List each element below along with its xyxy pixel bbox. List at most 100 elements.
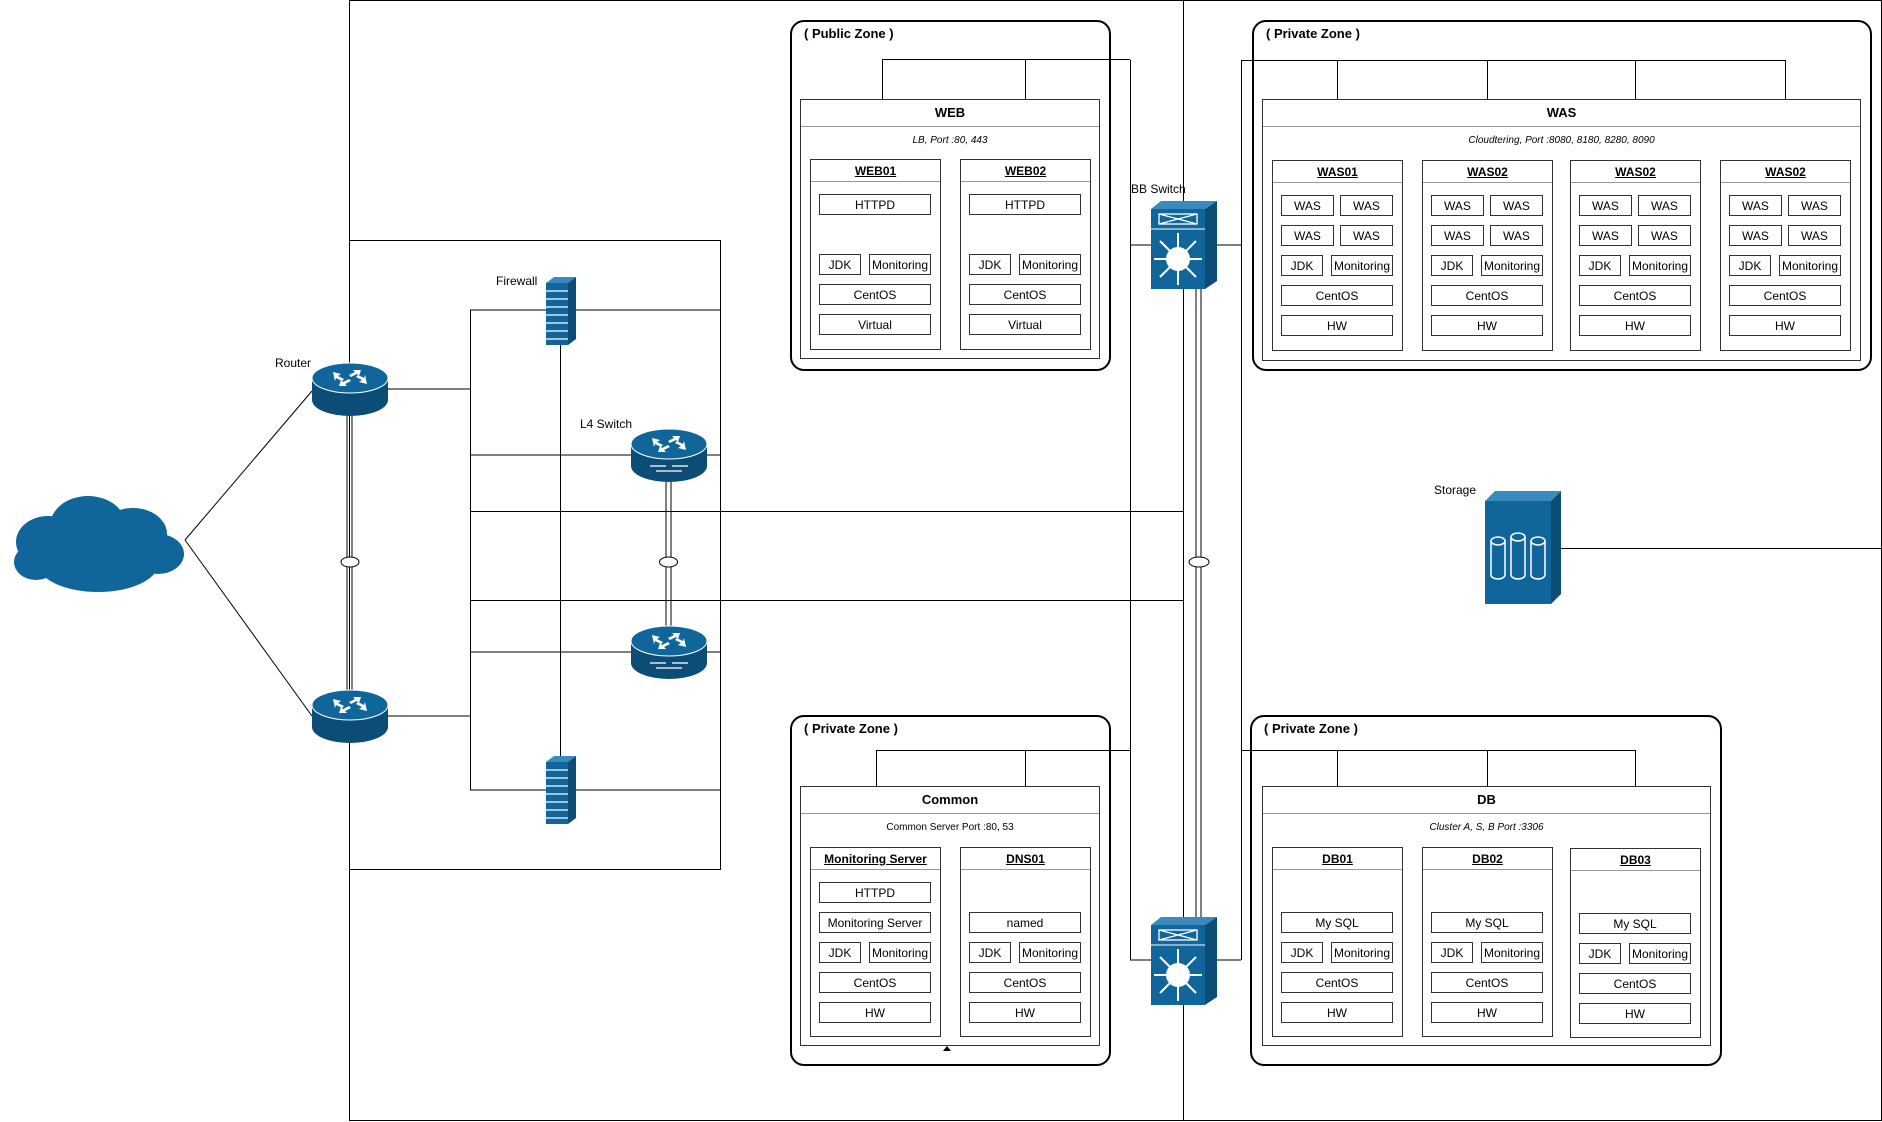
storage-icon[interactable] [1485, 491, 1561, 604]
zone-title: ( Public Zone ) [804, 26, 894, 41]
backbone-switch-icon[interactable] [1151, 201, 1217, 289]
server-name: Monitoring Server [811, 848, 940, 870]
public-zone: ( Public Zone ) [790, 20, 1111, 371]
server-dns01[interactable]: DNS01 named JDK Monitoring CentOS HW [960, 847, 1091, 1037]
component-httpd: HTTPD [969, 194, 1081, 215]
component-monitoring: Monitoring [1019, 942, 1081, 963]
server-db01[interactable]: DB01 My SQL JDK Monitoring CentOS HW [1272, 847, 1403, 1037]
internet-router2-link [184, 539, 313, 717]
server-name: WAS02 [1423, 161, 1552, 183]
server-name: DNS01 [961, 848, 1090, 870]
component-was: WAS [1638, 225, 1691, 246]
group-title: DB [1263, 787, 1710, 814]
component-hw: HW [1281, 1002, 1393, 1023]
server-db03[interactable]: DB03 My SQL JDK Monitoring CentOS HW [1570, 848, 1701, 1038]
component-jdk: JDK [1431, 255, 1473, 276]
router-icon[interactable] [311, 689, 389, 745]
component-monitoring: Monitoring [1481, 942, 1543, 963]
component-httpd: HTTPD [819, 882, 931, 903]
component-was: WAS [1729, 195, 1782, 216]
component-jdk: JDK [819, 942, 861, 963]
l4-switch-icon[interactable] [630, 625, 708, 681]
component-jdk: JDK [1579, 255, 1621, 276]
server-db02[interactable]: DB02 My SQL JDK Monitoring CentOS HW [1422, 847, 1553, 1037]
component-os: CentOS [969, 972, 1081, 993]
common-private-zone: ( Private Zone ) [790, 715, 1111, 1066]
common-group: Common Common Server Port :80, 53 Monito… [800, 786, 1100, 1046]
firewall-icon[interactable] [546, 277, 576, 345]
group-title: WAS [1263, 100, 1860, 127]
group-title: Common [801, 787, 1099, 814]
server-name: WEB01 [811, 160, 940, 182]
component-was: WAS [1340, 195, 1393, 216]
component-virtual: Virtual [819, 314, 931, 335]
router-icon[interactable] [311, 362, 389, 418]
backbone-switch-icon[interactable] [1151, 917, 1217, 1005]
component-was: WAS [1579, 195, 1632, 216]
component-was: WAS [1340, 225, 1393, 246]
component-jdk: JDK [819, 254, 861, 275]
component-was: WAS [1281, 225, 1334, 246]
component-os: CentOS [819, 972, 931, 993]
component-was: WAS [1431, 195, 1484, 216]
component-os: CentOS [1431, 972, 1543, 993]
component-monitoring: Monitoring [1019, 254, 1081, 275]
internet-router1-link [184, 390, 313, 541]
server-was03[interactable]: WAS02 WAS WAS WAS WAS JDK Monitoring Cen… [1570, 160, 1701, 351]
component-monitoring: Monitoring [1481, 255, 1543, 276]
component-monitoring: Monitoring [1629, 943, 1691, 964]
router-label: Router [275, 356, 312, 370]
server-web02[interactable]: WEB02 HTTPD JDK Monitoring CentOS Virtua… [960, 159, 1091, 350]
component-was: WAS [1490, 195, 1543, 216]
component-monitoring: Monitoring [1629, 255, 1691, 276]
component-hw: HW [1431, 315, 1543, 336]
l4-switch-label: L4 Switch [580, 417, 633, 431]
group-subtitle: Common Server Port :80, 53 [886, 822, 1014, 833]
component-named: named [969, 912, 1081, 933]
component-was: WAS [1788, 225, 1841, 246]
server-was01[interactable]: WAS01 WAS WAS WAS WAS JDK Monitoring Cen… [1272, 160, 1403, 351]
l4-switch-icon[interactable] [630, 428, 708, 484]
component-jdk: JDK [1579, 943, 1621, 964]
component-jdk: JDK [969, 942, 1011, 963]
component-was: WAS [1638, 195, 1691, 216]
firewall-label: Firewall [496, 274, 538, 288]
component-hw: HW [1729, 315, 1841, 336]
server-name: WEB02 [961, 160, 1090, 182]
component-hw: HW [1281, 315, 1393, 336]
component-mysql: My SQL [1431, 912, 1543, 933]
component-jdk: JDK [1729, 255, 1771, 276]
group-title: WEB [801, 100, 1099, 127]
component-monitoring: Monitoring [869, 942, 931, 963]
component-monitoring-server: Monitoring Server [819, 912, 931, 933]
was-private-zone: ( Private Zone ) [1252, 20, 1872, 371]
server-monitoring[interactable]: Monitoring Server HTTPD Monitoring Serve… [810, 847, 941, 1037]
dmz-frame [349, 240, 721, 870]
was-group: WAS Cloudtering, Port :8080, 8180, 8280,… [1262, 99, 1861, 361]
server-name: WAS02 [1721, 161, 1850, 183]
component-mysql: My SQL [1579, 913, 1691, 934]
zone-title: ( Private Zone ) [1264, 721, 1358, 736]
firewall-icon[interactable] [546, 756, 576, 824]
component-httpd: HTTPD [819, 194, 931, 215]
zone-title: ( Private Zone ) [1266, 26, 1360, 41]
server-was04[interactable]: WAS02 WAS WAS WAS WAS JDK Monitoring Cen… [1720, 160, 1851, 351]
component-was: WAS [1729, 225, 1782, 246]
web-group: WEB LB, Port :80, 443 WEB01 HTTPD JDK Mo… [800, 99, 1100, 359]
server-web01[interactable]: WEB01 HTTPD JDK Monitoring CentOS Virtua… [810, 159, 941, 350]
component-os: CentOS [1431, 285, 1543, 306]
component-monitoring: Monitoring [1779, 255, 1841, 276]
component-jdk: JDK [969, 254, 1011, 275]
db-private-zone: ( Private Zone ) [1250, 715, 1722, 1066]
component-monitoring: Monitoring [869, 254, 931, 275]
component-hw: HW [1431, 1002, 1543, 1023]
server-was02[interactable]: WAS02 WAS WAS WAS WAS JDK Monitoring Cen… [1422, 160, 1553, 351]
internet-cloud-icon [14, 496, 184, 592]
component-hw: HW [819, 1002, 931, 1023]
component-jdk: JDK [1431, 942, 1473, 963]
component-was: WAS [1579, 225, 1632, 246]
component-os: CentOS [1579, 285, 1691, 306]
storage-label: Storage [1434, 483, 1477, 497]
